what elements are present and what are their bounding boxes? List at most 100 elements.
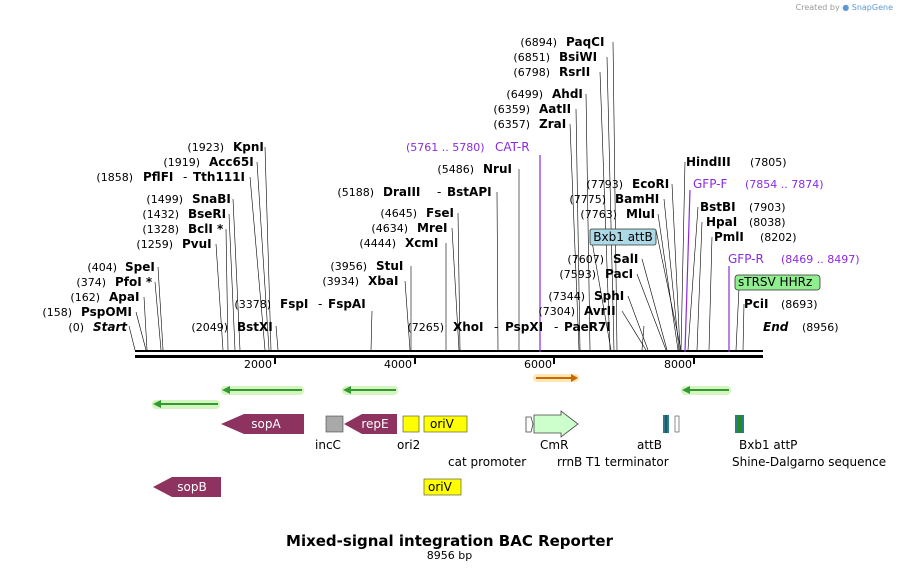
enzyme-pos: (8693) xyxy=(781,298,818,311)
enzyme-pos: (7304) xyxy=(538,305,575,318)
enzyme-pos: (404) xyxy=(87,261,117,274)
ruler-tick-2000: 2000 xyxy=(244,358,272,371)
enzyme-pos: (8956) xyxy=(802,321,839,334)
feature-cat-promoter: cat promoter xyxy=(448,416,534,469)
enzyme-name: MluI xyxy=(626,207,655,221)
bxb1-attp-label: Bxb1 attP xyxy=(739,438,797,452)
orf-arrows xyxy=(152,386,731,409)
enzyme-name: PvuI xyxy=(182,237,212,251)
enzyme-name: NruI xyxy=(483,162,512,176)
primer-name: GFP-R xyxy=(728,252,764,266)
enzyme-pos: (6851) xyxy=(513,51,550,64)
enzyme-labels-left: (1923) KpnI (1919) Acc65I (1858) PflFI -… xyxy=(42,140,365,334)
ruler-tick-4000: 4000 xyxy=(384,358,412,371)
primer-name: GFP-F xyxy=(693,177,728,191)
ruler: 2000 4000 6000 8000 xyxy=(244,355,695,371)
enzyme-name: SnaBI xyxy=(192,192,231,206)
snapgene-credit: Created by ● SnapGene xyxy=(796,3,893,12)
primer-lines xyxy=(539,155,730,353)
enzyme-name: SphI xyxy=(594,289,624,303)
enzyme-pos: (7763) xyxy=(580,208,617,221)
enzyme-name: Tth111I xyxy=(193,170,245,184)
enzyme-name: BamHI xyxy=(615,192,659,206)
enzyme-pos: (7775) xyxy=(569,193,606,206)
ori2-label: ori2 xyxy=(397,438,420,452)
end-label: End xyxy=(763,320,789,334)
credit-prefix: Created by xyxy=(795,3,840,12)
feature-oriV-bottom: oriV xyxy=(423,478,462,496)
enzyme-name: PciI xyxy=(744,297,769,311)
feature-ori2: ori2 xyxy=(397,415,420,452)
enzyme-pos: (7607) xyxy=(567,253,604,266)
feature-sopA: sopA xyxy=(221,414,304,434)
enzyme-name: PspXI xyxy=(505,320,543,334)
feature-CmR: CmR xyxy=(533,410,579,452)
enzyme-pos: (158) xyxy=(42,306,72,319)
enzyme-name: BclI * xyxy=(188,222,224,236)
enzyme-name: DraIII xyxy=(383,185,420,199)
enzyme-pos: (8202) xyxy=(760,231,797,244)
enzyme-pos: (1919) xyxy=(163,156,200,169)
ruler-tick-6000: 6000 xyxy=(524,358,552,371)
oriV-label: oriV xyxy=(430,417,455,431)
enzyme-pos: (1923) xyxy=(187,141,224,154)
enzyme-pos: (5188) xyxy=(337,186,374,199)
enzyme-pos: (374) xyxy=(76,276,106,289)
strsv-box: sTRSV HHRz xyxy=(734,274,821,291)
CmR-label: CmR xyxy=(540,438,568,452)
enzyme-pos: (6357) xyxy=(493,118,530,131)
enzyme-name: MreI xyxy=(417,221,447,235)
feature-bxb1-attp: Bxb1 attP Shine-Dalgarno sequence xyxy=(732,415,886,469)
enzyme-name: AatII xyxy=(539,102,571,116)
enzyme-name: ZraI xyxy=(539,117,566,131)
enzyme-name: BsiWI xyxy=(559,50,597,64)
enzyme-name: HpaI xyxy=(706,215,737,229)
map-title: Mixed-signal integration BAC Reporter xyxy=(286,532,613,550)
feature-incC: incC xyxy=(315,415,344,452)
feature-repE: repE xyxy=(344,414,397,434)
enzyme-pos: (7903) xyxy=(749,201,786,214)
enzyme-pos: (4634) xyxy=(371,222,408,235)
enzyme-pos: (6894) xyxy=(520,36,557,49)
enzyme-pos: (3956) xyxy=(330,260,367,273)
enzyme-pos: (4645) xyxy=(380,207,417,220)
enzyme-name: AhdI xyxy=(552,87,583,101)
enzyme-name: HindIII xyxy=(686,155,731,169)
enzyme-name: EcoRI xyxy=(632,177,669,191)
enzyme-pos: (1432) xyxy=(142,208,179,221)
enzyme-name: AvrII xyxy=(584,304,616,318)
enzyme-pos: (7344) xyxy=(548,290,585,303)
enzyme-pos: (6499) xyxy=(506,88,543,101)
shine-dalgarno-label: Shine-Dalgarno sequence xyxy=(732,455,886,469)
enzyme-name: XcmI xyxy=(405,236,438,250)
enzyme-name: BstXI xyxy=(237,320,273,334)
enzyme-name: PflFI xyxy=(143,170,173,184)
enzyme-name: PfoI * xyxy=(115,275,153,289)
map-length: 8956 bp xyxy=(426,549,473,562)
enzyme-pos: (7593) xyxy=(559,268,596,281)
repE-label: repE xyxy=(361,417,388,431)
ruler-tick-8000: 8000 xyxy=(664,358,692,371)
enzyme-name: SalI xyxy=(613,252,638,266)
enzyme-pos: (7265) xyxy=(407,321,444,334)
enzyme-name: XhoI xyxy=(453,320,484,334)
oriV-label: oriV xyxy=(428,480,453,494)
enzyme-pos: (4444) xyxy=(359,237,396,250)
enzyme-name: FseI xyxy=(426,206,454,220)
primer-binding-bar xyxy=(533,374,579,382)
enzyme-pos: (3934) xyxy=(322,275,359,288)
enzyme-pos: (7793) xyxy=(586,178,623,191)
primer-range: (5761 .. 5780) xyxy=(406,141,485,154)
enzyme-pos: (5486) xyxy=(437,163,474,176)
enzyme-name: RsrII xyxy=(559,65,590,79)
enzyme-pos: (8038) xyxy=(749,216,786,229)
svg-text:-: - xyxy=(494,320,498,334)
primer-name: CAT-R xyxy=(495,140,530,154)
enzyme-name: BstBI xyxy=(700,200,736,214)
enzyme-name: SpeI xyxy=(125,260,155,274)
enzyme-name: PacI xyxy=(605,267,633,281)
enzyme-pos: (7805) xyxy=(750,156,787,169)
enzyme-pos: (1858) xyxy=(96,171,133,184)
enzyme-name: StuI xyxy=(376,259,403,273)
